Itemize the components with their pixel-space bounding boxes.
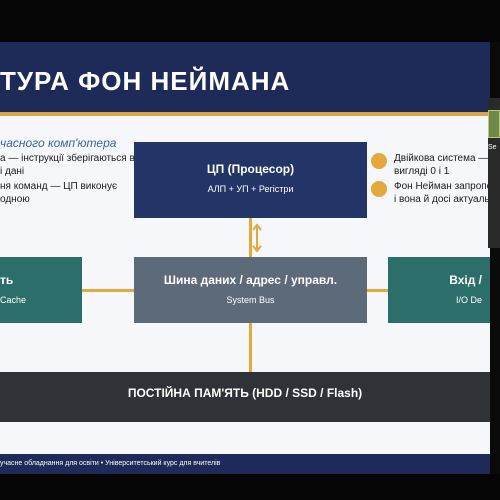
io-block-title: Вхід / xyxy=(449,273,482,287)
storage-block: ПОСТІЙНА ПАМ'ЯТЬ (HDD / SSD / Flash) xyxy=(0,372,490,422)
slide-footer: учасне обладнання для освіти • Університ… xyxy=(0,454,490,474)
slide-footer-text: учасне обладнання для освіти • Університ… xyxy=(0,460,221,467)
bus-block: Шина даних / адрес / управл. System Bus xyxy=(134,257,367,323)
cpu-block: ЦП (Процесор) АЛП + УП + Регістри xyxy=(134,142,367,218)
connector-left xyxy=(82,289,134,292)
left-bullet-2-line2: одною xyxy=(0,194,30,205)
right-bullet-1: Двійкова система — в вигляді 0 і 1 xyxy=(394,152,490,178)
left-bullet-1-line1: а — інструкції зберігаються в xyxy=(0,153,135,164)
cpu-block-subtitle: АЛП + УП + Регістри xyxy=(207,184,294,194)
slide-title-bar: ТУРА ФОН НЕЙМАНА xyxy=(0,42,490,116)
memory-block-title: ть xyxy=(0,273,14,287)
top-black-bar xyxy=(0,0,500,42)
right-bullet-1-line2: вигляді 0 і 1 xyxy=(394,166,450,177)
title-accent-line xyxy=(0,112,490,116)
right-bullet-2: Фон Нейман запропо і вона й досі актуаль… xyxy=(394,180,490,206)
bullet-dot-icon xyxy=(371,181,387,197)
double-arrow-icon xyxy=(252,223,262,253)
bottom-black-bar xyxy=(0,474,500,500)
presentation-slide: ТУРА ФОН НЕЙМАНА часного комп'ютера а — … xyxy=(0,42,490,474)
slide-title: ТУРА ФОН НЕЙМАНА xyxy=(0,66,291,96)
bus-block-subtitle: System Bus xyxy=(226,295,275,305)
participant-video-tile[interactable]: Se xyxy=(488,98,500,248)
connector-right xyxy=(367,289,388,292)
left-bullet-2: ня команд — ЦП виконує одною xyxy=(0,180,117,206)
left-bullet-2-line1: ня команд — ЦП виконує xyxy=(0,181,118,192)
left-bullet-1: а — інструкції зберігаються в і дані xyxy=(0,152,135,178)
memory-block: ть Cache xyxy=(0,257,82,323)
io-block-subtitle: I/O De xyxy=(455,295,482,305)
right-bullet-2-line2: і вона й досі актуальн xyxy=(394,194,490,205)
memory-block-subtitle: Cache xyxy=(0,295,27,305)
io-block: Вхід / I/O De xyxy=(388,257,490,323)
connector-up xyxy=(249,218,252,257)
left-bullet-1-line2: і дані xyxy=(0,166,25,177)
right-bullet-2-line1: Фон Нейман запропо xyxy=(394,181,490,192)
bullet-dot-icon xyxy=(371,153,387,169)
storage-block-title: ПОСТІЙНА ПАМ'ЯТЬ (HDD / SSD / Flash) xyxy=(127,386,363,400)
right-bullet-1-line1: Двійкова система — в xyxy=(394,153,490,164)
bus-block-title: Шина даних / адрес / управл. xyxy=(163,273,338,287)
slide-subtitle: часного комп'ютера xyxy=(0,136,117,150)
connector-down xyxy=(249,323,252,372)
participant-video-thumbnail xyxy=(488,110,500,138)
cpu-block-title: ЦП (Процесор) xyxy=(206,162,295,176)
participant-name-label: Se xyxy=(488,144,497,151)
